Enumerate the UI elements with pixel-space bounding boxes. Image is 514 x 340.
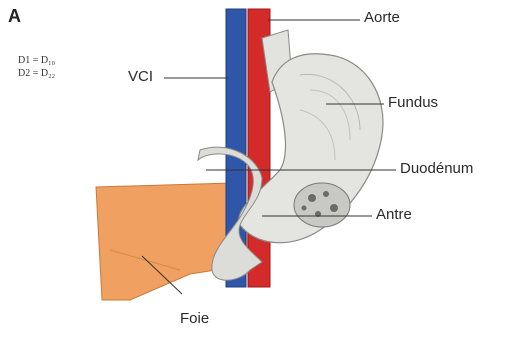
label-aorte: Aorte [364,9,400,26]
label-antre: Antre [376,206,412,223]
legend: D1 = D₁₀ D2 = D₂₂ [18,54,55,80]
legend-line-2: D2 = D₂₂ [18,67,55,80]
label-foie: Foie [180,310,209,327]
panel-letter: A [8,6,21,27]
label-duodenum: Duodénum [400,160,473,177]
label-fundus: Fundus [388,94,438,111]
legend-line-1: D1 = D₁₀ [18,54,55,67]
label-vci: VCI [128,68,153,85]
mucosa-patch [294,183,350,227]
